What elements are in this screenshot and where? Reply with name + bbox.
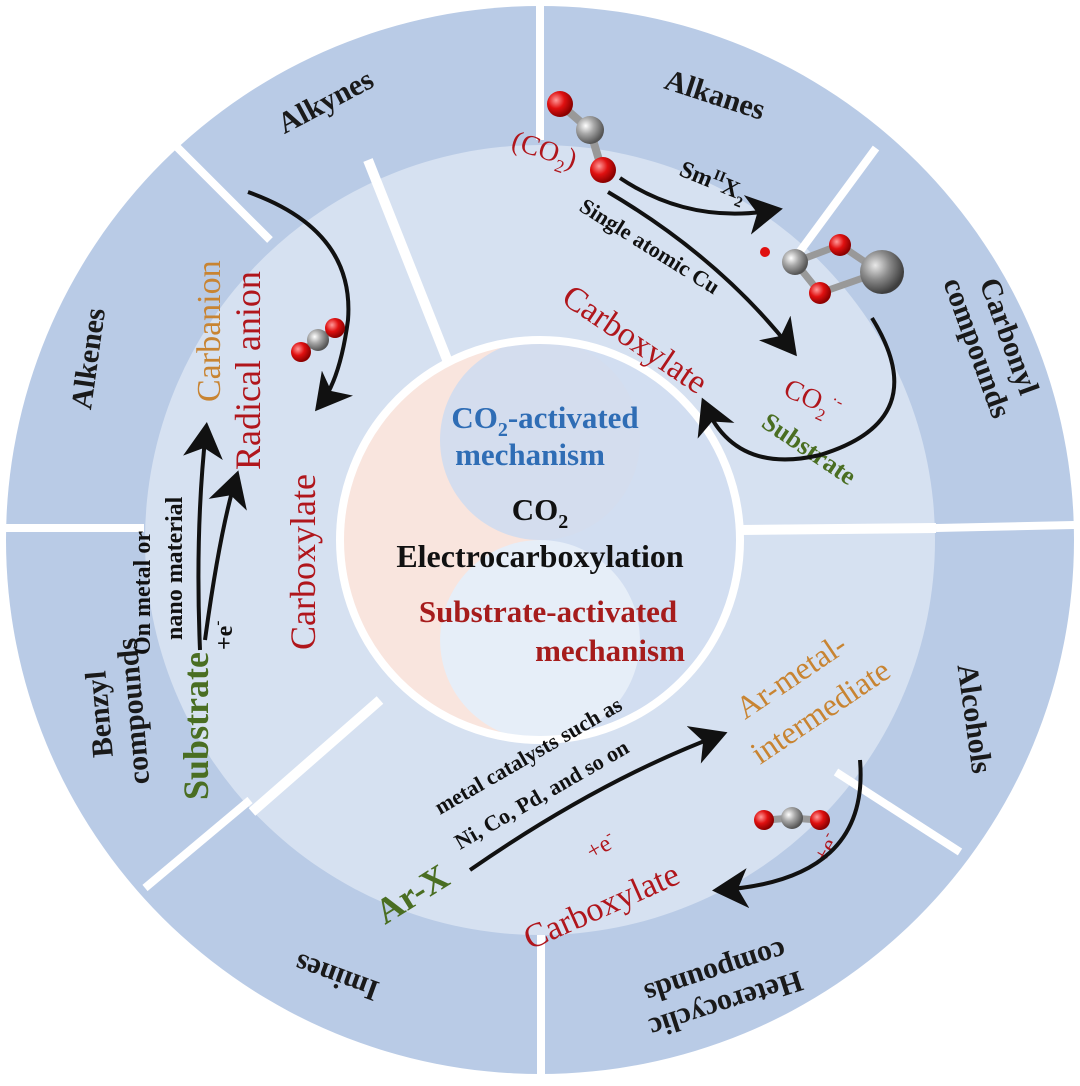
carbanion-label: Carbanion [191, 260, 228, 402]
arrow-co2-to-radical [618, 176, 783, 235]
mechanism-label-1: mechanism [455, 437, 605, 472]
plus-e-left-base: +e [212, 625, 238, 650]
radical-dot [760, 247, 770, 257]
co2-label: CO2 [512, 492, 569, 533]
co2-metal-complex [782, 234, 904, 304]
mechanism-label-2: mechanism [535, 633, 685, 668]
sm-sup: II [711, 167, 728, 186]
substrate-activated-label: Substrate-activated [419, 594, 677, 629]
co2-molecule-left [291, 318, 345, 362]
outer-dividers [6, 6, 1075, 1075]
nano-material-label: nano material [162, 496, 188, 640]
substrate-left-label: Substrate [176, 652, 216, 800]
arrow-intermediate-to-carboxylate [712, 759, 863, 909]
co2-activated-co: CO [451, 400, 498, 435]
left-sector: Carbanion Radical anion Carboxylate On m… [130, 190, 354, 800]
yin-yang-center [336, 336, 744, 744]
plus-e-left-sup: - [210, 621, 226, 626]
carboxylate-left-label: Carboxylate [283, 474, 323, 650]
on-metal-label: On metal or [130, 531, 156, 655]
co2-molecule-bottom [754, 807, 830, 830]
co2-label-co: CO [512, 492, 559, 527]
label-benzyl-1: Benzyl [79, 670, 119, 759]
co2-activated-rest: -activated [508, 400, 639, 435]
co2-molecule-top [547, 91, 616, 183]
co2-activated-sub: 2 [498, 419, 508, 441]
co2-label-sub: 2 [558, 511, 568, 533]
arrow-substrate-to-radical [203, 470, 247, 641]
arrow-single-atomic [606, 190, 797, 357]
electrocarboxylation-label: Electrocarboxylation [396, 538, 684, 574]
arrow-substrate-to-carbanion [183, 422, 223, 651]
arrow-radical-to-carboxylate-left [247, 190, 354, 412]
arrow-arx-to-intermediate [468, 726, 728, 872]
radical-anion-label: Radical anion [228, 271, 268, 470]
middle-dividers [248, 158, 937, 816]
plus-e-left-label: +e- [210, 621, 238, 650]
center-text: CO2-activated mechanism CO2 Electrocarbo… [396, 400, 685, 668]
arrow-radical-to-carboxylate [697, 316, 897, 462]
co2-activated-label: CO2-activated [451, 400, 638, 441]
